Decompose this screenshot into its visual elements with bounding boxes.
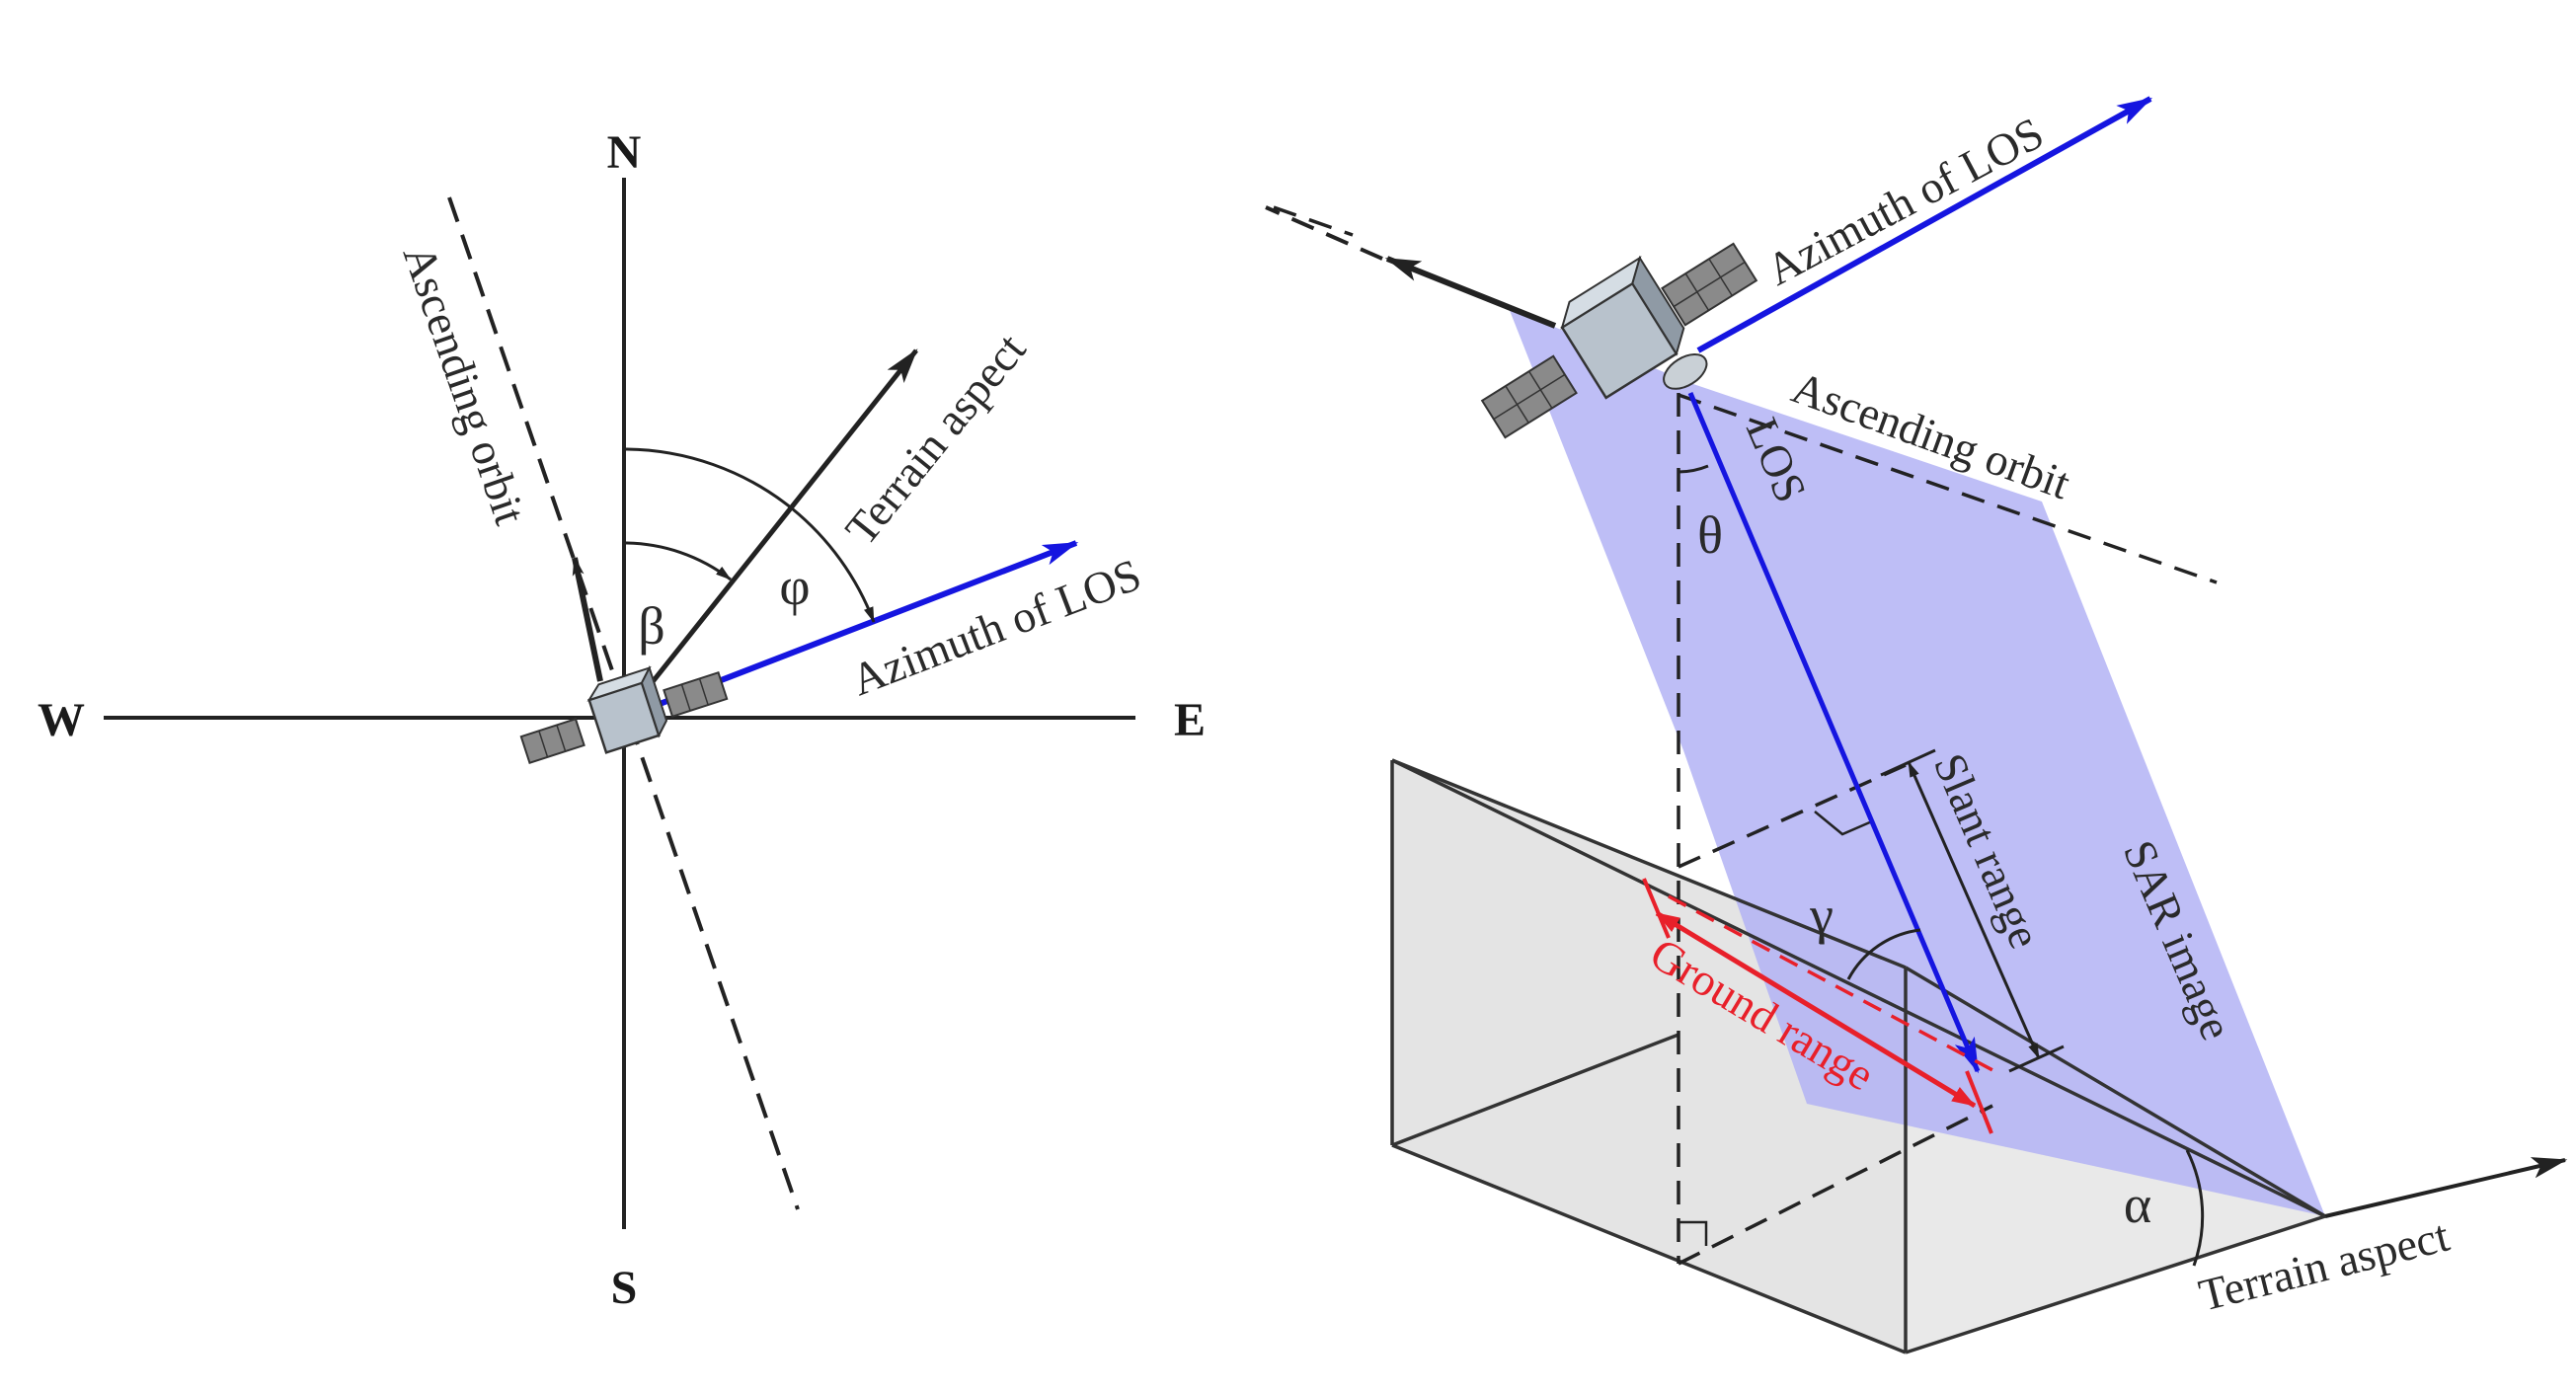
azimuth-los-label-right: Azimuth of LOS xyxy=(1758,108,2052,295)
slant-range-tick-bottom xyxy=(2008,1045,2065,1073)
phi-arc xyxy=(791,506,876,623)
orbit-direction-tail xyxy=(1265,205,1383,261)
flight-direction-arrow xyxy=(572,556,603,682)
phi-label: φ xyxy=(779,557,810,616)
slant-range-tick-top xyxy=(1880,748,1936,777)
terrain-aspect-label: Terrain aspect xyxy=(835,324,1035,554)
left-panel: N S W E Ascending orbit Terrain aspect A… xyxy=(38,126,1206,1314)
right-panel: Azimuth of LOS Ascending orbit LOS θ Sla… xyxy=(1265,96,2568,1354)
alpha-label: α xyxy=(2124,1175,2151,1234)
alpha-arc xyxy=(2185,1149,2205,1267)
orbit-direction-arrow xyxy=(1384,256,1557,329)
ground-range-tick-left xyxy=(1642,878,1671,939)
beta-label: β xyxy=(638,596,664,656)
right-angle-marker-bottom xyxy=(1678,1220,1708,1246)
right-angle-marker-top xyxy=(1814,811,1873,836)
terrain-aspect-arrow-right xyxy=(2324,1157,2568,1218)
phi-arc-outer xyxy=(623,447,793,510)
gamma-arc xyxy=(1846,928,1921,980)
west-label: W xyxy=(38,694,85,746)
slant-range-arrow xyxy=(1907,761,2041,1059)
gamma-label: γ xyxy=(1809,886,1834,945)
ground-range-arrow xyxy=(1655,910,1977,1109)
construction-lines xyxy=(1273,205,2218,1266)
north-label: N xyxy=(607,126,642,179)
azimuth-los-arrow-right xyxy=(1696,96,2153,353)
east-label: E xyxy=(1174,694,1206,746)
satellite-icon xyxy=(1480,242,1758,439)
south-label: S xyxy=(611,1262,638,1314)
terrain-back-face xyxy=(1392,760,1906,1353)
terrain-aspect-arrow xyxy=(622,348,918,720)
ground-range-tick-right xyxy=(1965,1070,1993,1134)
theta-label: θ xyxy=(1697,505,1723,565)
beta-arc xyxy=(623,541,732,581)
satellite-icon xyxy=(519,664,729,765)
theta-arc xyxy=(1678,464,1709,474)
